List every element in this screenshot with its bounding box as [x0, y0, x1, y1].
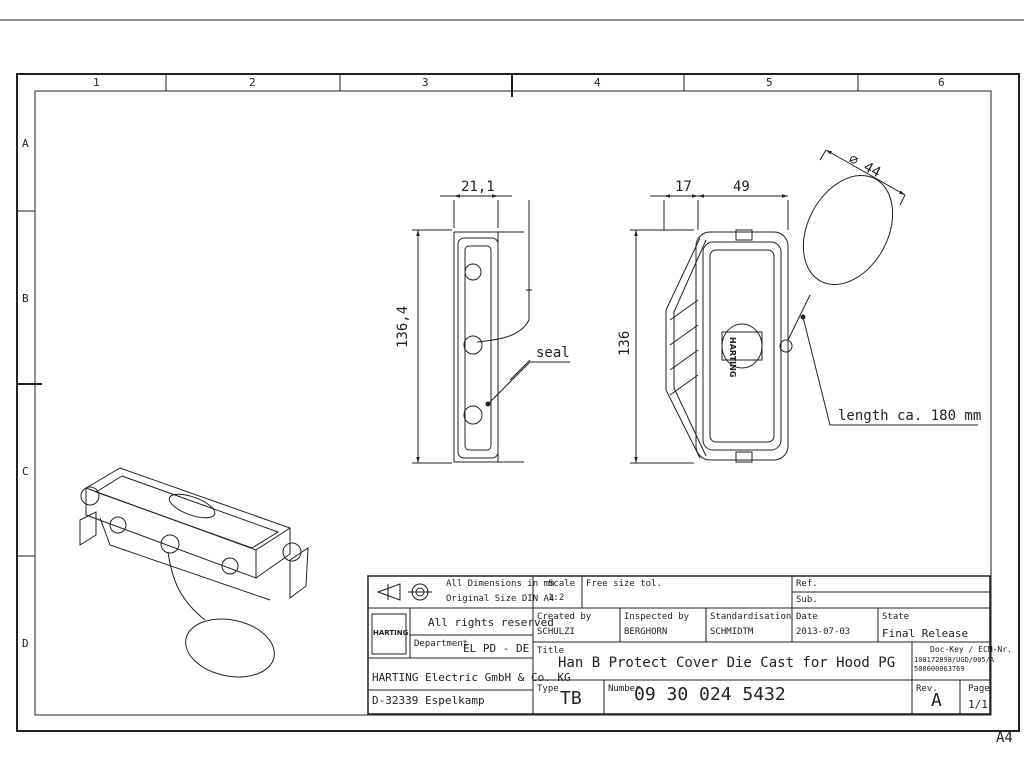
dimensions-note-2: Original Size DIN A4	[446, 594, 555, 604]
rev-value: A	[931, 690, 942, 711]
column-label-5: 5	[766, 76, 773, 89]
column-label-1: 1	[93, 76, 100, 89]
title-value: Han B Protect Cover Die Cast for Hood PG	[558, 655, 896, 671]
rights-note: All rights reserved	[428, 616, 554, 629]
inspected-by-value: BERGHORN	[624, 627, 668, 637]
type-label: Type	[537, 684, 559, 694]
dim-side-height: 136,4	[395, 305, 411, 348]
date-label: Date	[796, 612, 818, 622]
length-note: length ca. 180 mm	[838, 408, 982, 424]
column-label-4: 4	[594, 76, 601, 89]
company-address: D-32339 Espelkamp	[372, 694, 485, 707]
rev-label: Rev.	[916, 684, 938, 694]
column-grid-ticks	[17, 74, 859, 557]
column-label-2: 2	[249, 76, 256, 89]
column-label-6: 6	[938, 76, 945, 89]
created-by-value: SCHULZI	[537, 627, 575, 637]
department-value: EL PD - DE	[463, 642, 530, 655]
dim-front-width: 49	[733, 179, 750, 195]
row-label-a: A	[22, 137, 29, 150]
row-label-d: D	[22, 637, 29, 650]
number-value: 09 30 024 5432	[634, 684, 786, 705]
column-label-3: 3	[422, 76, 429, 89]
page-label: Page	[968, 684, 990, 694]
created-by-label: Created by	[537, 612, 592, 622]
type-value: TB	[560, 688, 582, 709]
department-label: Department	[414, 639, 469, 649]
title-block	[367, 575, 991, 715]
title-label: Title	[537, 646, 565, 656]
tolerance-note: Free size tol.	[586, 579, 662, 589]
doc-key-label: Doc-Key / ECM-Nr.	[930, 645, 1012, 654]
standardisation-value: SCHMIDTM	[710, 627, 754, 637]
page-value: 1/1	[968, 698, 988, 711]
isometric-view	[79, 467, 309, 678]
scale-value: 1:2	[548, 593, 565, 603]
doc-key-value-1: 100172898/UGD/005/A	[914, 656, 995, 664]
seal-label: seal	[536, 345, 570, 361]
standardisation-label: Standardisation	[710, 612, 792, 622]
inspected-by-label: Inspected by	[624, 612, 690, 622]
dim-side-width: 21,1	[461, 179, 495, 195]
sheet-size-label: A4	[996, 730, 1013, 746]
part-logo: HARTING	[728, 337, 737, 378]
number-label: Number	[608, 684, 641, 694]
row-label-c: C	[22, 465, 29, 478]
dimensions-note-1: All Dimensions in mm	[446, 579, 555, 589]
front-view	[630, 149, 978, 464]
dim-front-left: 17	[675, 179, 692, 195]
dim-front-height: 136	[617, 330, 633, 356]
harting-logo: HARTING	[373, 629, 409, 637]
row-label-b: B	[22, 292, 29, 305]
company-name: HARTING Electric GmbH & Co. KG	[372, 671, 571, 684]
date-value: 2013-07-03	[796, 627, 851, 637]
sub-label: Sub.	[796, 595, 818, 605]
scale-label: Scale	[548, 579, 576, 589]
doc-key-value-2: 500000063769	[914, 665, 965, 673]
state-label: State	[882, 612, 910, 622]
side-view	[412, 194, 570, 464]
ref-label: Ref.	[796, 579, 818, 589]
state-value: Final Release	[882, 627, 969, 640]
